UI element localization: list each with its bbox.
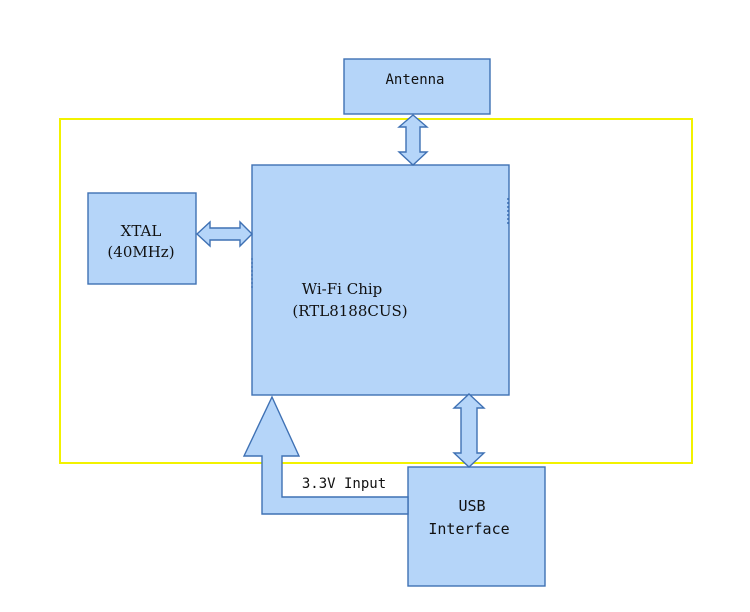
xtal-block: XTAL (40MHz) bbox=[87, 192, 197, 285]
xtal-label-line1: XTAL bbox=[121, 222, 162, 240]
antenna-label: Antenna bbox=[385, 72, 444, 88]
antenna-block: Antenna bbox=[343, 58, 491, 115]
wifi-chip-block: Wi-Fi Chip (RTL8188CUS) bbox=[251, 164, 510, 396]
antenna-chip-double-arrow bbox=[397, 114, 429, 166]
power-input-arrow bbox=[242, 395, 409, 515]
power-input-label: 3.3V Input bbox=[302, 476, 386, 492]
wifi-chip-label-line2: (RTL8188CUS) bbox=[292, 302, 407, 320]
usb-label-line2: Interface bbox=[428, 520, 509, 538]
wifi-chip-label-line1: Wi-Fi Chip bbox=[302, 280, 383, 298]
module-boundary-frame bbox=[59, 118, 693, 464]
xtal-chip-double-arrow bbox=[195, 220, 253, 248]
xtal-label-line2: (40MHz) bbox=[107, 243, 174, 261]
usb-label-line1: USB bbox=[458, 497, 485, 515]
chip-usb-double-arrow bbox=[452, 393, 486, 468]
usb-interface-block: USB Interface bbox=[407, 466, 546, 587]
